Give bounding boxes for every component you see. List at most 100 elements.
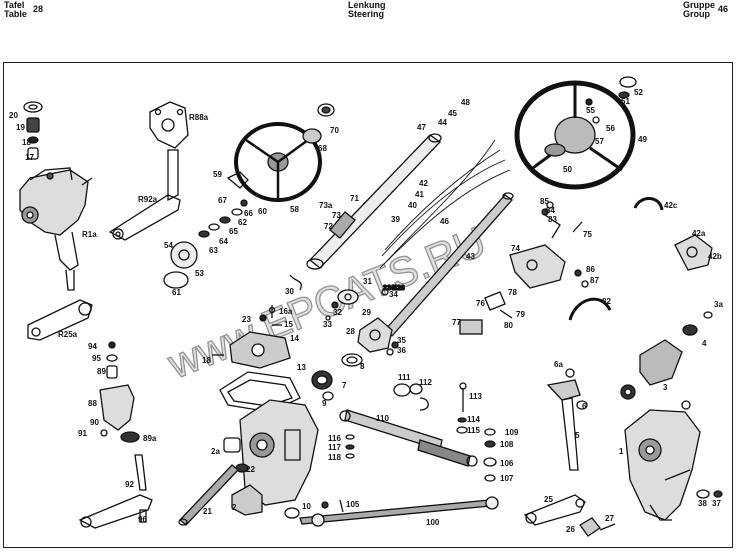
callout-52: 52 xyxy=(634,88,643,97)
part-clip-42c xyxy=(633,197,664,211)
part-group-horn-contact xyxy=(163,171,249,289)
callout-2: 2 xyxy=(232,503,237,512)
callout-73: 73 xyxy=(332,211,341,220)
callout-85: 85 xyxy=(540,197,549,206)
callout-33: 33 xyxy=(323,320,332,329)
stamp-text: 2ЭБ26 xyxy=(383,285,405,292)
callout-18: 18 xyxy=(22,138,31,147)
callout-61: 61 xyxy=(172,288,181,297)
callout-r88a: R88a xyxy=(189,113,209,122)
callout-91: 91 xyxy=(78,429,87,438)
part-group-mount-bracket-14 xyxy=(212,305,291,369)
table-number: 28 xyxy=(33,4,44,14)
callout-3a: 3a xyxy=(714,300,723,309)
part-steering-damper-110 xyxy=(339,409,478,467)
callout-117: 117 xyxy=(328,443,341,452)
callout-r1a: R1a xyxy=(82,230,97,239)
callout-50: 50 xyxy=(563,165,572,174)
callout-47: 47 xyxy=(417,123,426,132)
callout-26: 26 xyxy=(566,525,575,534)
callout-62: 62 xyxy=(238,218,247,227)
callout-13: 13 xyxy=(297,363,306,372)
callout-116: 116 xyxy=(328,434,341,443)
callout-60: 60 xyxy=(258,207,267,216)
diagram-frame xyxy=(3,62,733,548)
callout-68: 68 xyxy=(318,144,327,153)
part-idler-arm-r92a xyxy=(108,149,181,241)
callout-31: 31 xyxy=(363,277,372,286)
callout-8: 8 xyxy=(360,362,365,371)
callout-35: 35 xyxy=(397,336,406,345)
part-shaft-21 xyxy=(178,464,239,526)
part-control-valve-3 xyxy=(620,311,713,400)
part-pitman-arm-r25a xyxy=(27,299,93,341)
callout-112: 112 xyxy=(419,378,432,387)
callout-25: 25 xyxy=(544,495,553,504)
callout-38: 38 xyxy=(698,499,707,508)
callout-3: 3 xyxy=(663,383,668,392)
callout-42a: 42a xyxy=(692,229,706,238)
callout-89a: 89a xyxy=(143,434,157,443)
callout-44: 44 xyxy=(438,118,447,127)
group-number: 46 xyxy=(718,4,729,14)
callout-9: 9 xyxy=(322,399,327,408)
callout-88: 88 xyxy=(88,399,97,408)
callout-59: 59 xyxy=(213,170,222,179)
callout-29: 29 xyxy=(362,308,371,317)
part-group-idler-stack xyxy=(78,341,153,529)
part-group-bearings-7-9 xyxy=(311,353,363,401)
callout-5: 5 xyxy=(575,431,580,440)
group-label-en: Group xyxy=(683,9,710,19)
callout-84: 84 xyxy=(546,206,555,215)
callout-92: 92 xyxy=(125,480,134,489)
callout-66: 66 xyxy=(244,209,253,218)
part-steering-column-47 xyxy=(306,133,442,270)
callout-90: 90 xyxy=(90,418,99,427)
part-steering-wheel-58 xyxy=(234,103,335,202)
part-group-column-lock xyxy=(459,201,612,335)
callout-115: 115 xyxy=(467,426,480,435)
callout-14: 14 xyxy=(290,334,299,343)
callout-89: 89 xyxy=(97,367,106,376)
callout-42: 42 xyxy=(419,179,428,188)
callout-109: 109 xyxy=(505,428,519,437)
callout-71: 71 xyxy=(350,194,359,203)
callout-86: 86 xyxy=(586,265,595,274)
callout-28: 28 xyxy=(346,327,355,336)
part-group-bolts-37-38 xyxy=(696,489,723,499)
callout-113: 113 xyxy=(469,392,482,401)
callout-118: 118 xyxy=(328,453,341,462)
callout-39: 39 xyxy=(391,215,400,224)
callout-20: 20 xyxy=(9,111,18,120)
part-group-damper-hardware xyxy=(345,382,497,482)
callout-37: 37 xyxy=(712,499,721,508)
callout-2a: 2a xyxy=(211,447,220,456)
part-steering-box-1 xyxy=(624,400,701,521)
part-group-universal-joint xyxy=(289,274,399,356)
callout-82: 82 xyxy=(602,297,611,306)
callout-6: 6 xyxy=(582,402,587,411)
part-tie-rod-100 xyxy=(284,496,499,527)
callout-77: 77 xyxy=(452,318,461,327)
callout-7: 7 xyxy=(342,381,347,390)
callout-72: 72 xyxy=(324,222,333,231)
callout-32: 32 xyxy=(333,308,342,317)
part-gasket-13 xyxy=(219,371,301,413)
callout-79: 79 xyxy=(516,310,525,319)
callout-40: 40 xyxy=(408,201,417,210)
callout-64: 64 xyxy=(219,237,228,246)
callout-73a: 73a xyxy=(319,201,333,210)
callout-74: 74 xyxy=(511,244,520,253)
callout-105: 105 xyxy=(346,500,360,509)
callout-r25a: R25a xyxy=(58,330,78,339)
table-label-de: Tafel xyxy=(4,0,25,10)
callout-57: 57 xyxy=(595,137,604,146)
callout-23: 23 xyxy=(242,315,251,324)
group-label-de: Gruppe xyxy=(683,0,716,10)
callout-55: 55 xyxy=(586,106,595,115)
callout-95: 95 xyxy=(92,354,101,363)
part-group-pitman-shaft-5 xyxy=(546,368,588,471)
callout-67: 67 xyxy=(218,196,227,205)
callout-80: 80 xyxy=(504,321,513,330)
